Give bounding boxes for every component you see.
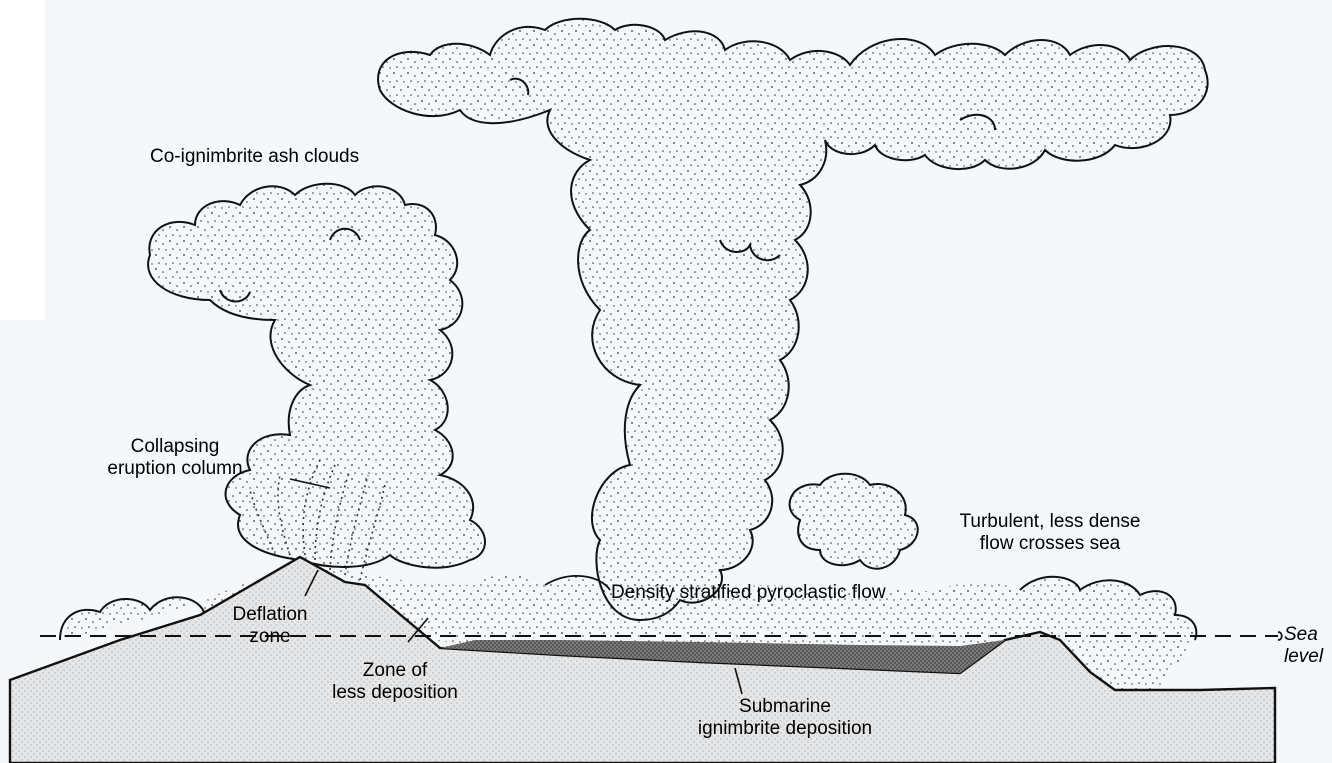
label-ash-clouds: Co-ignimbrite ash clouds bbox=[150, 146, 359, 168]
label-turbulent-flow-1: Turbulent, less dense bbox=[950, 511, 1150, 533]
label-deflation-2: zone bbox=[220, 626, 320, 648]
label-density-flow: Density stratified pyroclastic flow bbox=[611, 582, 886, 604]
label-submarine-1: Submarine bbox=[685, 696, 885, 718]
label-collapsing-column-1: Collapsing bbox=[80, 436, 270, 458]
left-ash-cloud bbox=[148, 184, 485, 568]
label-deflation-1: Deflation bbox=[220, 604, 320, 626]
label-sea-level-2: level bbox=[1284, 646, 1323, 668]
label-less-deposition-2: less deposition bbox=[315, 682, 475, 704]
label-collapsing-column-2: eruption column bbox=[80, 458, 270, 480]
label-turbulent-flow-2: flow crosses sea bbox=[950, 533, 1150, 555]
label-submarine-2: ignimbrite deposition bbox=[685, 718, 885, 740]
corner-panel bbox=[0, 0, 45, 320]
label-less-deposition-1: Zone of bbox=[315, 660, 475, 682]
label-sea-level-1: Sea bbox=[1284, 624, 1318, 646]
